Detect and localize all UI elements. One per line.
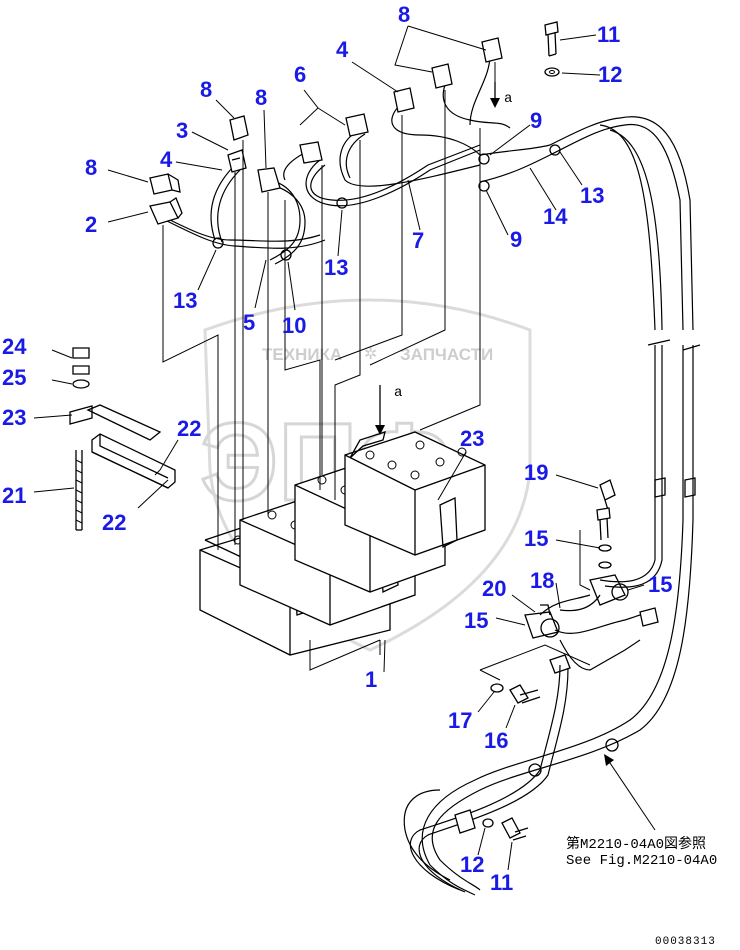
callout-11-bottom: 11 xyxy=(490,870,513,895)
connector-8-left xyxy=(149,173,181,195)
bolt-15 xyxy=(579,507,612,591)
callout-9-lower: 9 xyxy=(510,227,522,252)
callout-12-bottom: 12 xyxy=(460,852,484,877)
callout-13-left: 13 xyxy=(173,288,197,313)
callout-15-relay: 15 xyxy=(648,572,672,597)
callout-23-right: 23 xyxy=(460,426,484,451)
upper-harness xyxy=(159,54,701,351)
callout-15-left: 15 xyxy=(464,608,488,633)
view-mark-a-mid: a xyxy=(394,385,402,401)
callout-7: 7 xyxy=(412,228,424,253)
reference-note-en: See Fig.M2210-04A0 xyxy=(566,853,717,869)
relay-20 xyxy=(524,604,560,639)
callout-3: 3 xyxy=(176,118,188,143)
callout-18: 18 xyxy=(530,568,554,593)
callout-4-left: 4 xyxy=(160,147,173,172)
callout-15-bolt: 15 xyxy=(524,526,548,551)
reference-note-jp: 第M2210-04A0図参照 xyxy=(566,835,706,853)
washer-12-top xyxy=(544,67,560,77)
callout-21: 21 xyxy=(2,483,26,508)
callout-22-lower: 22 xyxy=(102,510,126,535)
callout-22-upper: 22 xyxy=(177,416,201,441)
watermark-brand: ТЕХНИКА xyxy=(262,345,342,364)
callout-6: 6 xyxy=(294,62,306,87)
callout-5: 5 xyxy=(243,310,255,335)
callout-4-top: 4 xyxy=(336,37,349,62)
callout-1: 1 xyxy=(365,667,377,692)
cable-18 xyxy=(539,594,659,674)
callout-12-top: 12 xyxy=(598,62,622,87)
callout-8-top: 8 xyxy=(398,2,410,27)
cable-19 xyxy=(599,479,616,511)
drawing-code: 00038313 xyxy=(655,936,716,948)
callout-17: 17 xyxy=(448,708,472,733)
callout-19: 19 xyxy=(524,460,548,485)
connector-8a xyxy=(431,63,453,89)
callout-16: 16 xyxy=(484,728,508,753)
callout-25: 25 xyxy=(2,365,26,390)
callout-labels: 1 2 3 4 4 5 6 7 8 8 8 8 9 9 10 11 11 12 … xyxy=(2,2,672,895)
connector-2 xyxy=(149,197,183,225)
battery-hold-down-bar xyxy=(86,404,176,489)
callout-2: 2 xyxy=(85,212,97,237)
hold-down-rod xyxy=(69,347,93,531)
callout-13-right: 13 xyxy=(580,183,604,208)
connector-4 xyxy=(393,87,415,113)
callout-23-left: 23 xyxy=(2,405,26,430)
battery-relay-15 xyxy=(559,574,629,612)
bolt-16 xyxy=(509,684,541,704)
callout-20: 20 xyxy=(482,576,506,601)
callout-8-left: 8 xyxy=(85,155,97,180)
bolt-11-top xyxy=(544,21,559,57)
callout-8-mid: 8 xyxy=(255,85,267,110)
callout-14: 14 xyxy=(543,204,568,229)
connector-3 xyxy=(227,149,247,173)
callout-8-upper: 8 xyxy=(200,77,212,102)
battery-rear-right xyxy=(344,431,486,556)
callout-9-upper: 9 xyxy=(530,108,542,133)
connector-6b xyxy=(345,113,369,137)
leader-lines-right xyxy=(479,644,591,681)
callout-11-top: 11 xyxy=(597,22,620,47)
gear-icon: ✲ xyxy=(364,344,377,363)
view-mark-a-top: a xyxy=(504,91,512,107)
callout-24: 24 xyxy=(2,334,27,359)
callout-13-mid: 13 xyxy=(324,255,348,280)
callout-10: 10 xyxy=(282,313,306,338)
callout-leaders xyxy=(33,25,645,871)
reference-arrow xyxy=(604,754,656,831)
connector-6a xyxy=(299,141,323,164)
ground-cable xyxy=(403,345,696,896)
clamps xyxy=(212,144,561,261)
leader-lines xyxy=(162,62,500,671)
watermark-brand2: ЗАПЧАСТИ xyxy=(400,345,493,364)
connector-8-top xyxy=(229,115,249,141)
connector-8-mid xyxy=(257,167,281,193)
connector-8b xyxy=(481,37,503,63)
washer-17 xyxy=(490,683,504,693)
